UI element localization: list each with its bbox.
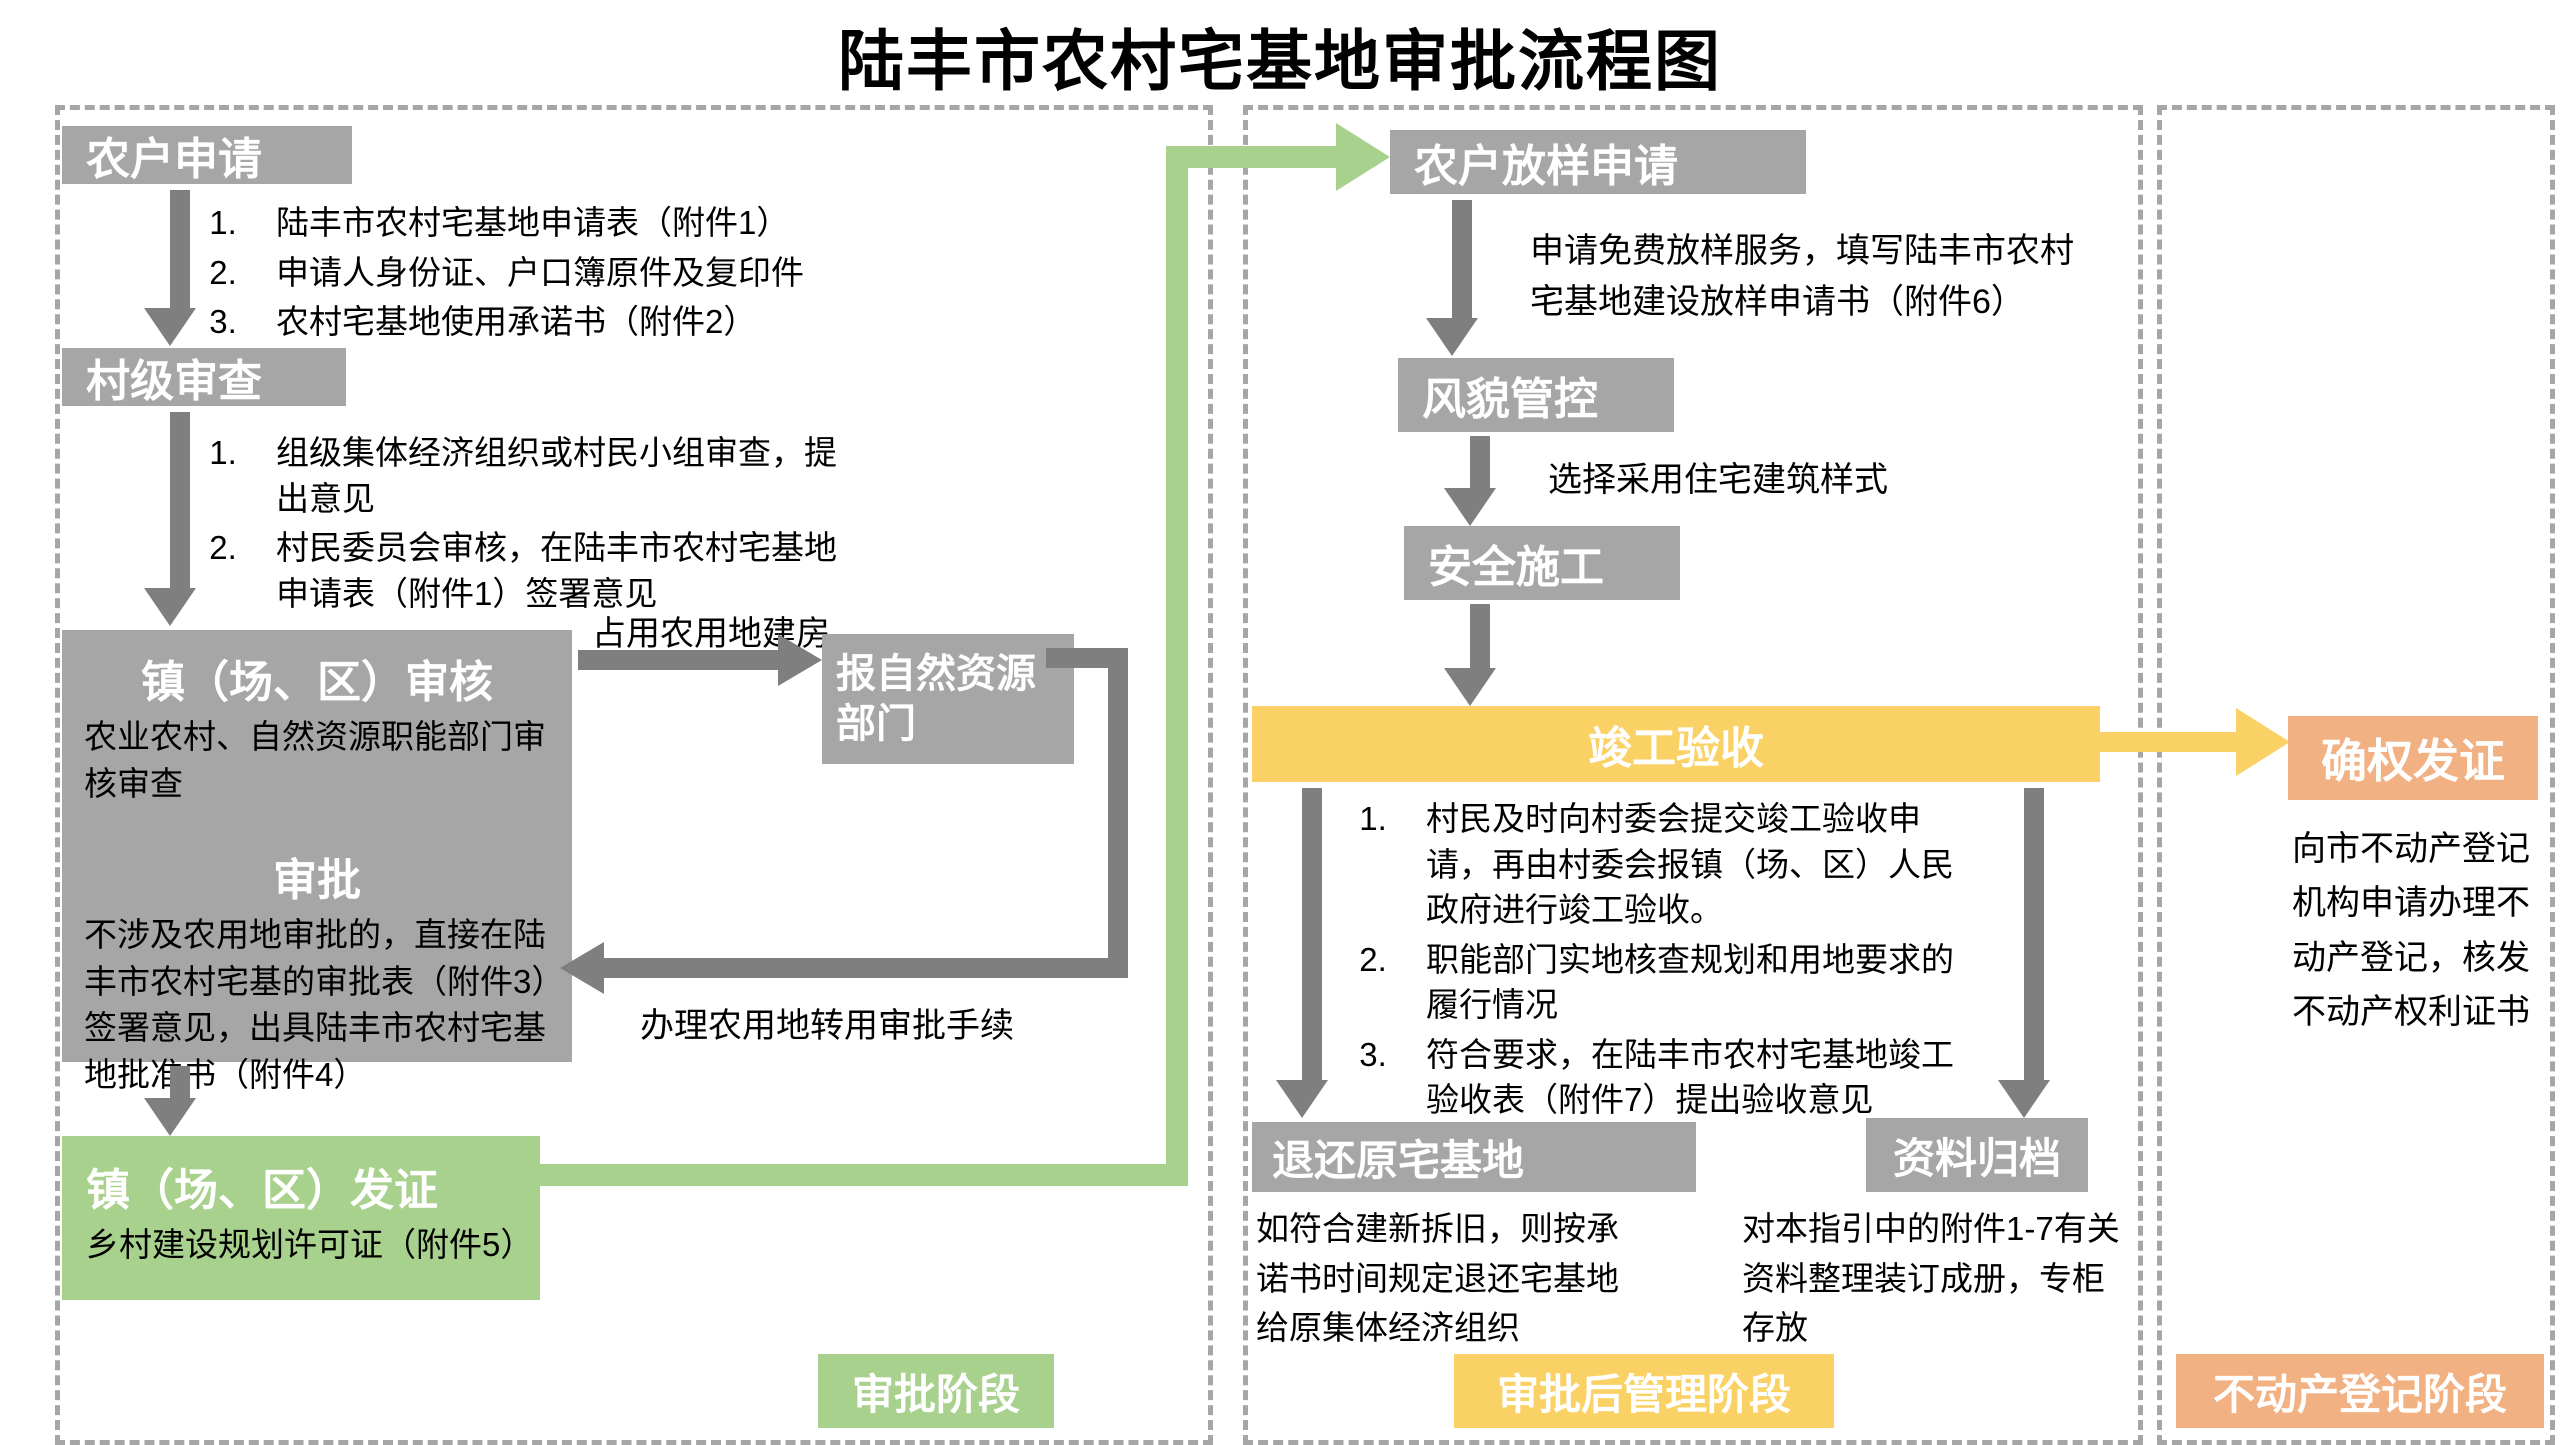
arrow-village-to-town — [170, 412, 190, 588]
layout-apply-label: 农户放样申请 — [1414, 142, 1678, 191]
return-homestead-note: 如符合建新拆旧，则按承诺书时间规定退还宅基地给原集体经济组织 — [1256, 1210, 1619, 1346]
list-item: 村民委员会审核，在陆丰市农村宅基地申请表（附件1）签署意见 — [246, 525, 846, 616]
archive-box: 资料归档 — [1866, 1118, 2088, 1192]
list-item: 职能部门实地核查规划和用地要求的履行情况 — [1396, 937, 1982, 1028]
list-item: 符合要求，在陆丰市农村宅基地竣工验收表（附件7）提出验收意见 — [1396, 1032, 1982, 1123]
archive-note: 对本指引中的附件1-7有关资料整理装订成册，专柜存放 — [1742, 1210, 2120, 1346]
loop-connector-head — [560, 942, 604, 994]
list-item: 申请人身份证、户口簿原件及复印件 — [246, 250, 866, 296]
town-review-label: 镇（场、区）审核 — [141, 658, 493, 707]
arrow-village-to-town-head — [144, 588, 196, 626]
village-review-label: 村级审查 — [86, 357, 262, 406]
arrow-safe-to-completion-head — [1444, 668, 1496, 706]
certification-box: 确权发证 — [2288, 716, 2538, 800]
completion-acceptance-label: 竣工验收 — [1588, 724, 1764, 773]
town-review-approval-text: 不涉及农用地审批的，直接在陆丰市农村宅基的审批表（附件3）签署意见，出具陆丰市农… — [84, 915, 548, 1094]
loop-connector-top — [1046, 648, 1128, 668]
layout-apply-box: 农户放样申请 — [1390, 130, 1806, 194]
safe-construction-box: 安全施工 — [1404, 526, 1680, 600]
arrow-safe-to-completion — [1470, 604, 1490, 668]
farmland-conversion-label: 办理农用地转用审批手续 — [640, 1007, 1014, 1045]
page-title: 陆丰市农村宅基地审批流程图 — [838, 24, 1722, 98]
return-homestead-label: 退还原宅基地 — [1272, 1136, 1525, 1184]
style-control-box: 风貌管控 — [1398, 358, 1674, 432]
arrow-layout-to-style — [1452, 200, 1472, 318]
town-issue-box: 镇（场、区）发证 乡村建设规划许可证（附件5） — [62, 1136, 540, 1300]
arrow-to-natural-resources-head — [778, 634, 822, 686]
safe-construction-label: 安全施工 — [1428, 543, 1604, 592]
certification-label: 确权发证 — [2321, 735, 2505, 787]
registration-stage-badge: 不动产登记阶段 — [2176, 1354, 2544, 1428]
return-homestead-box: 退还原宅基地 — [1252, 1122, 1696, 1192]
yellow-connector-head — [2236, 708, 2290, 776]
town-issue-sub: 乡村建设规划许可证（附件5） — [86, 1226, 534, 1263]
village-review-list: 组级集体经济组织或村民小组审查，提出意见 村民委员会审核，在陆丰市农村宅基地申请… — [190, 430, 846, 620]
arrow-town-to-issue — [170, 1066, 190, 1098]
arrow-style-to-safe — [1470, 436, 1490, 488]
natural-resources-label: 报自然资源部门 — [836, 652, 1036, 746]
town-review-approval-label: 审批 — [273, 855, 361, 905]
green-connector-top — [1188, 146, 1336, 168]
loop-connector-vertical — [1108, 648, 1128, 978]
arrow-style-to-safe-head — [1444, 488, 1496, 526]
loop-connector-bottom — [604, 958, 1128, 978]
arrow-completion-to-return-head — [1276, 1080, 1328, 1118]
farmer-apply-list: 陆丰市农村宅基地申请表（附件1） 申请人身份证、户口簿原件及复印件 农村宅基地使… — [190, 200, 866, 349]
green-connector-bottom — [540, 1164, 1188, 1186]
archive-label: 资料归档 — [1892, 1134, 2061, 1182]
list-item: 农村宅基地使用承诺书（附件2） — [246, 299, 866, 345]
village-review-box: 村级审查 — [62, 348, 346, 406]
certification-note: 向市不动产登记机构申请办理不动产登记，核发不动产权利证书 — [2292, 830, 2530, 1032]
yellow-connector — [2100, 732, 2236, 752]
arrow-layout-to-style-head — [1426, 318, 1478, 356]
town-review-departments: 农业农村、自然资源职能部门审核审查 — [84, 718, 546, 802]
style-control-label: 风貌管控 — [1422, 375, 1598, 424]
arrow-completion-to-archive-head — [1998, 1080, 2050, 1118]
green-connector-vertical — [1166, 146, 1188, 1186]
arrow-farmer-to-village-head — [144, 308, 196, 346]
completion-acceptance-list: 村民及时向村委会提交竣工验收申请，再由村委会报镇（场、区）人民政府进行竣工验收。… — [1340, 796, 1982, 1127]
list-item: 组级集体经济组织或村民小组审查，提出意见 — [246, 430, 846, 521]
list-item: 村民及时向村委会提交竣工验收申请，再由村委会报镇（场、区）人民政府进行竣工验收。 — [1396, 796, 1982, 933]
town-review-box: 镇（场、区）审核 农业农村、自然资源职能部门审核审查 审批 不涉及农用地审批的，… — [62, 630, 572, 1093]
post-approval-stage-badge: 审批后管理阶段 — [1454, 1354, 1834, 1428]
farmer-apply-box: 农户申请 — [62, 126, 352, 184]
arrow-farmer-to-village — [170, 190, 190, 308]
style-control-note: 选择采用住宅建筑样式 — [1548, 461, 1888, 499]
approval-stage-badge: 审批阶段 — [818, 1354, 1054, 1428]
list-item: 陆丰市农村宅基地申请表（附件1） — [246, 200, 866, 246]
arrow-completion-to-return — [1302, 788, 1322, 1080]
green-connector-head — [1336, 123, 1390, 191]
town-issue-label: 镇（场、区）发证 — [86, 1166, 438, 1215]
natural-resources-box: 报自然资源部门 — [822, 634, 1074, 764]
completion-acceptance-bar: 竣工验收 — [1252, 706, 2100, 782]
arrow-completion-to-archive — [2024, 788, 2044, 1080]
farmer-apply-label: 农户申请 — [86, 135, 262, 184]
arrow-town-to-issue-head — [144, 1098, 196, 1136]
layout-apply-note: 申请免费放样服务，填写陆丰市农村宅基地建设放样申请书（附件6） — [1530, 232, 2074, 321]
arrow-to-natural-resources — [578, 650, 778, 670]
